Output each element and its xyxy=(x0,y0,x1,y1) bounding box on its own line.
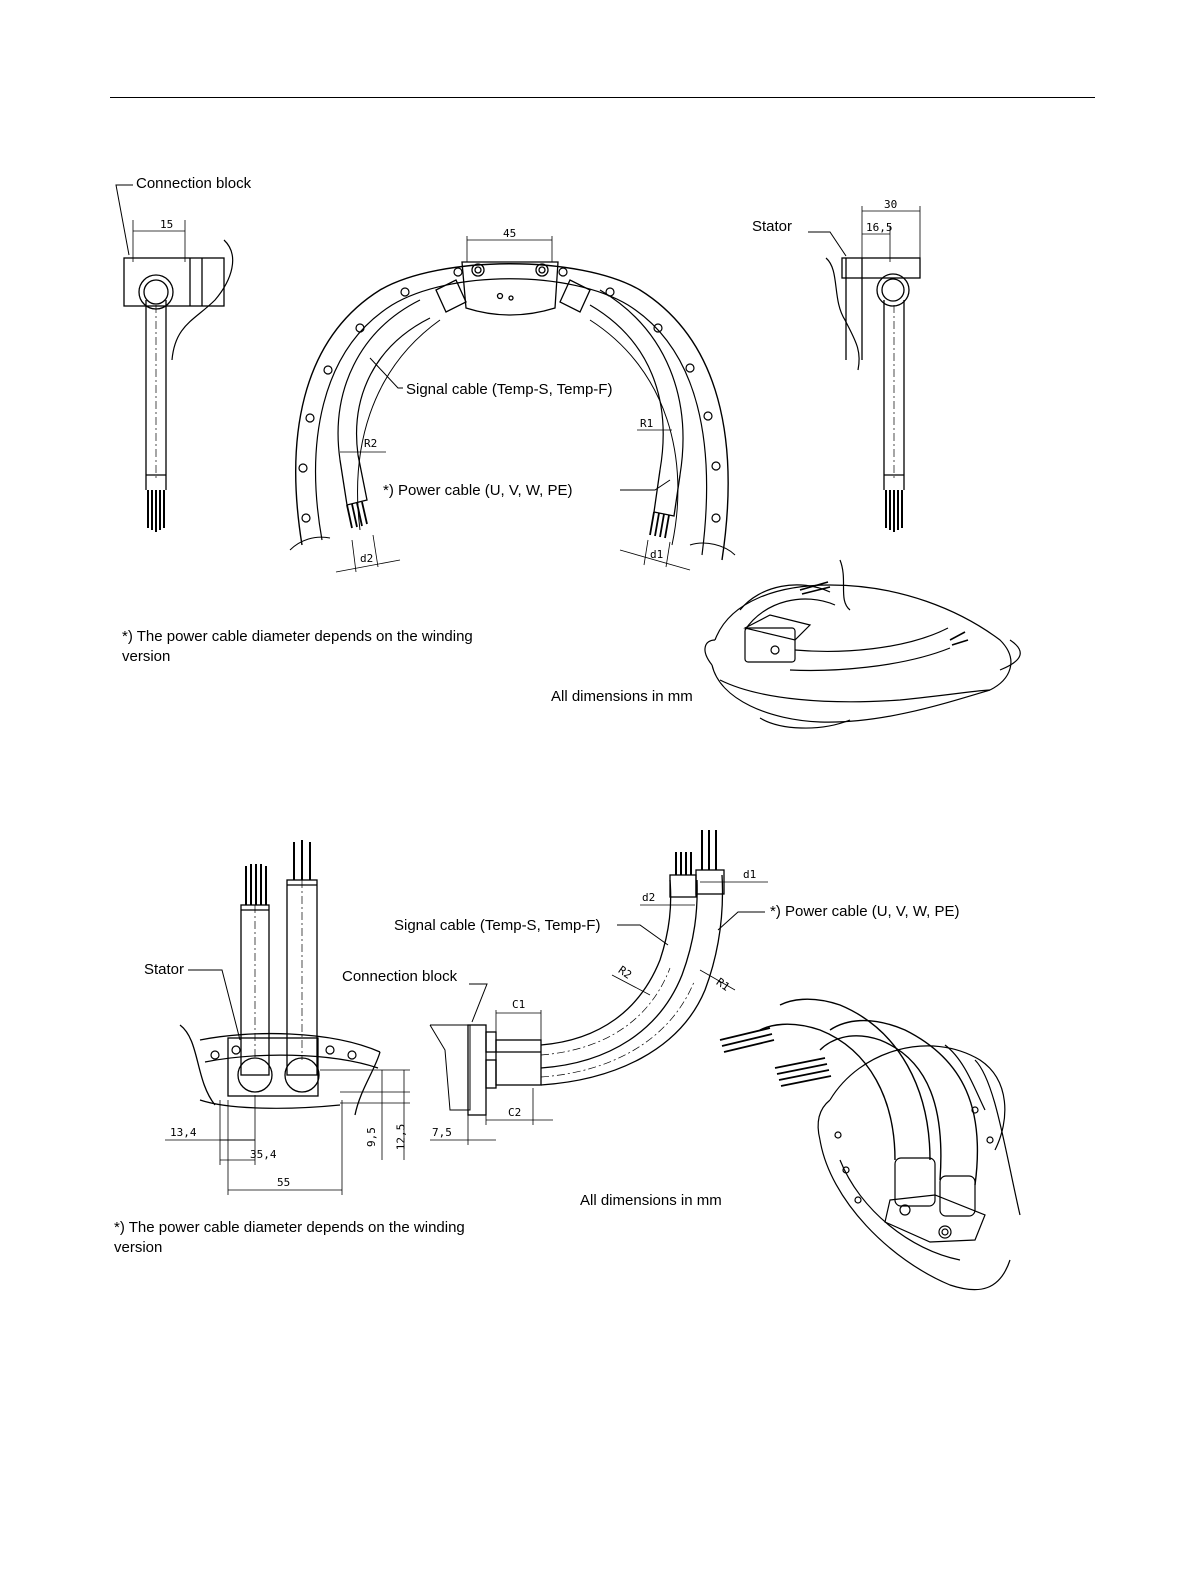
note-winding-top: *) The power cable diameter depends on t… xyxy=(122,628,473,665)
bottom-isometric-view xyxy=(719,998,1021,1291)
dim-d2-top: d2 xyxy=(360,552,374,565)
bottom-center-cable-view xyxy=(429,830,768,1145)
dim-35-4: 35,4 xyxy=(250,1148,277,1161)
dim-r2-top: R2 xyxy=(364,437,378,450)
label-power-cable-bottom: *) Power cable (U, V, W, PE) xyxy=(770,903,960,920)
label-units-top: All dimensions in mm xyxy=(551,688,693,705)
dim-16-5: 16,5 xyxy=(866,221,893,234)
header-rule xyxy=(110,97,1095,98)
dim-d2-bottom: d2 xyxy=(642,891,656,904)
dim-r1-top: R1 xyxy=(640,417,654,430)
dim-7-5: 7,5 xyxy=(432,1126,452,1139)
dim-13-4: 13,4 xyxy=(170,1126,197,1139)
label-signal-cable-top: Signal cable (Temp-S, Temp-F) xyxy=(406,381,613,398)
label-connection-block-top: Connection block xyxy=(136,175,252,192)
label-stator-bottom: Stator xyxy=(144,961,185,978)
label-signal-cable-bottom: Signal cable (Temp-S, Temp-F) xyxy=(394,917,601,934)
dim-9-5: 9,5 xyxy=(364,1127,378,1147)
label-connection-block-bottom: Connection block xyxy=(342,968,458,985)
dim-30: 30 xyxy=(884,198,898,211)
bottom-left-stator-view xyxy=(165,840,410,1195)
note-winding-bottom: *) The power cable diameter depends on t… xyxy=(114,1219,465,1256)
top-left-side-view xyxy=(115,184,234,532)
dim-c1: C1 xyxy=(512,998,526,1011)
dim-12-5: 12,5 xyxy=(394,1123,408,1151)
dim-45: 45 xyxy=(503,227,517,240)
dim-55: 55 xyxy=(277,1176,291,1189)
top-right-side-view xyxy=(808,206,921,532)
label-stator-top: Stator xyxy=(752,218,793,235)
top-center-arc-view xyxy=(289,236,736,573)
label-units-bottom: All dimensions in mm xyxy=(580,1192,722,1209)
label-power-cable-top: *) Power cable (U, V, W, PE) xyxy=(383,482,573,499)
dim-d1-bottom: d1 xyxy=(743,868,757,881)
dim-d1-top: d1 xyxy=(650,548,664,561)
top-isometric-view xyxy=(704,559,1021,729)
dim-15: 15 xyxy=(160,218,174,231)
dim-c2: C2 xyxy=(508,1106,522,1119)
